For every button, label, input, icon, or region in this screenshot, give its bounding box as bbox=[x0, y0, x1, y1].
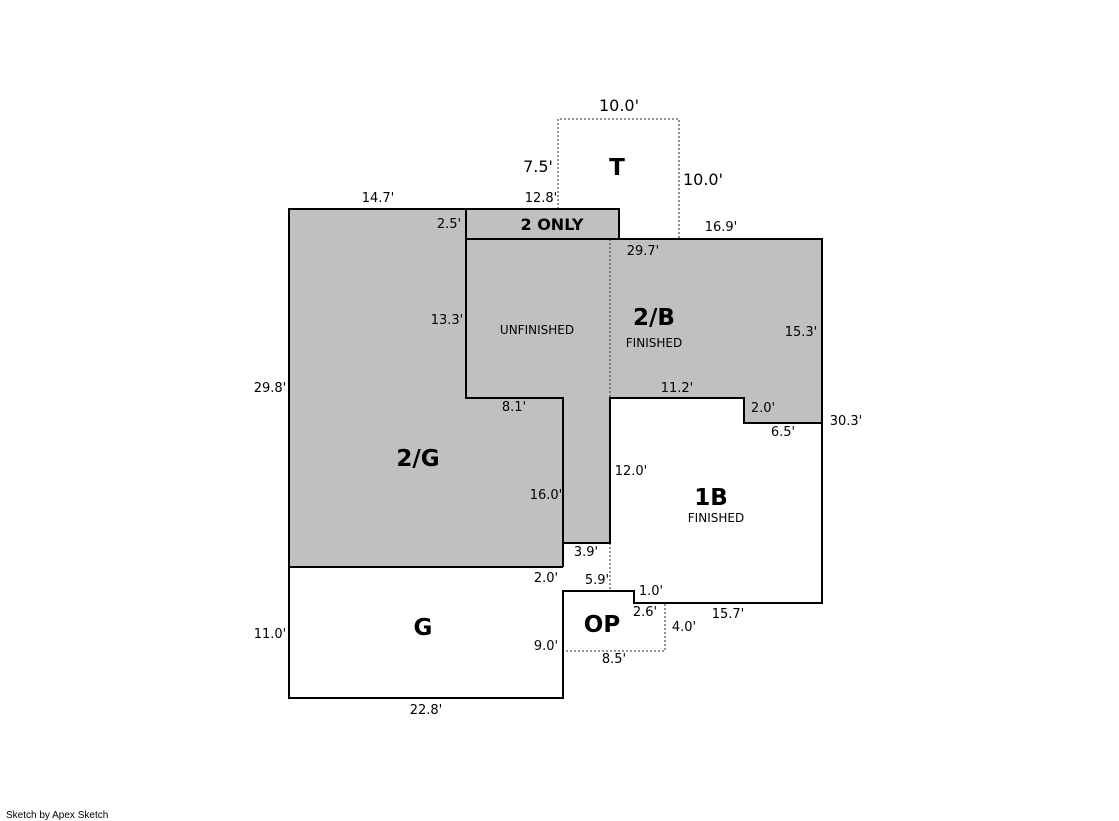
dim-op-1-0: 1.0' bbox=[639, 584, 663, 599]
dim-op-4-0: 4.0' bbox=[672, 620, 696, 635]
sketch-credit: Sketch by Apex Sketch bbox=[6, 810, 108, 821]
dim-inner-2-0-lower: 2.0' bbox=[534, 571, 558, 586]
dim-op-9-0: 9.0' bbox=[534, 639, 558, 654]
dim-right-30-3: 30.3' bbox=[830, 414, 863, 429]
area-sublabel-1b-finished: FINISHED bbox=[688, 511, 744, 525]
first-floor-finished-wall bbox=[563, 397, 822, 544]
dim-step-6-5: 6.5' bbox=[771, 425, 795, 440]
area-label-op: OP bbox=[584, 612, 620, 638]
dim-step-11-2: 11.2' bbox=[661, 381, 694, 396]
two-only-wall bbox=[465, 209, 564, 567]
second-floor-shaded-area bbox=[289, 209, 822, 567]
dim-bottom-15-7: 15.7' bbox=[712, 607, 745, 622]
dim-two-only-left: 2.5' bbox=[437, 217, 461, 232]
area-label-2-only: 2 ONLY bbox=[521, 215, 584, 234]
area-label-unfinished: UNFINISHED bbox=[500, 323, 574, 337]
dim-inner-3-9: 3.9' bbox=[574, 545, 598, 560]
dim-step-2-0-upper: 2.0' bbox=[751, 401, 775, 416]
dim-inner-13-3: 13.3' bbox=[431, 313, 464, 328]
dim-left-29-8: 29.8' bbox=[254, 381, 287, 396]
main-outline-wall bbox=[288, 208, 823, 699]
dim-t-top: 10.0' bbox=[599, 96, 639, 115]
dim-g-left-11-0: 11.0' bbox=[254, 627, 287, 642]
dim-inner-12-0: 12.0' bbox=[615, 464, 648, 479]
area-label-2b: 2/B bbox=[633, 305, 675, 331]
area-sublabel-2b-finished: FINISHED bbox=[626, 336, 682, 350]
area-label-g: G bbox=[414, 615, 433, 641]
dim-inner-29-7: 29.7' bbox=[627, 244, 660, 259]
area-label-t: T bbox=[609, 155, 625, 181]
dim-t-right: 10.0' bbox=[683, 170, 723, 189]
dim-g-bottom-22-8: 22.8' bbox=[410, 703, 443, 718]
dim-op-8-5: 8.5' bbox=[602, 652, 626, 667]
dim-t-left: 7.5' bbox=[523, 157, 553, 176]
area-label-1b: 1B bbox=[694, 485, 728, 511]
dim-right-15-3: 15.3' bbox=[785, 325, 818, 340]
dim-inner-8-1: 8.1' bbox=[502, 400, 526, 415]
dim-inner-5-9: 5.9' bbox=[585, 573, 609, 588]
dim-top-left: 14.7' bbox=[362, 191, 395, 206]
open-porch-outline bbox=[563, 602, 666, 652]
dim-top-mid: 12.8' bbox=[525, 191, 558, 206]
dim-inner-16-0: 16.0' bbox=[530, 488, 563, 503]
dim-op-2-6: 2.6' bbox=[633, 605, 657, 620]
terrace-outline bbox=[557, 118, 680, 239]
dim-top-right: 16.9' bbox=[705, 220, 738, 235]
area-label-2g: 2/G bbox=[396, 446, 439, 472]
